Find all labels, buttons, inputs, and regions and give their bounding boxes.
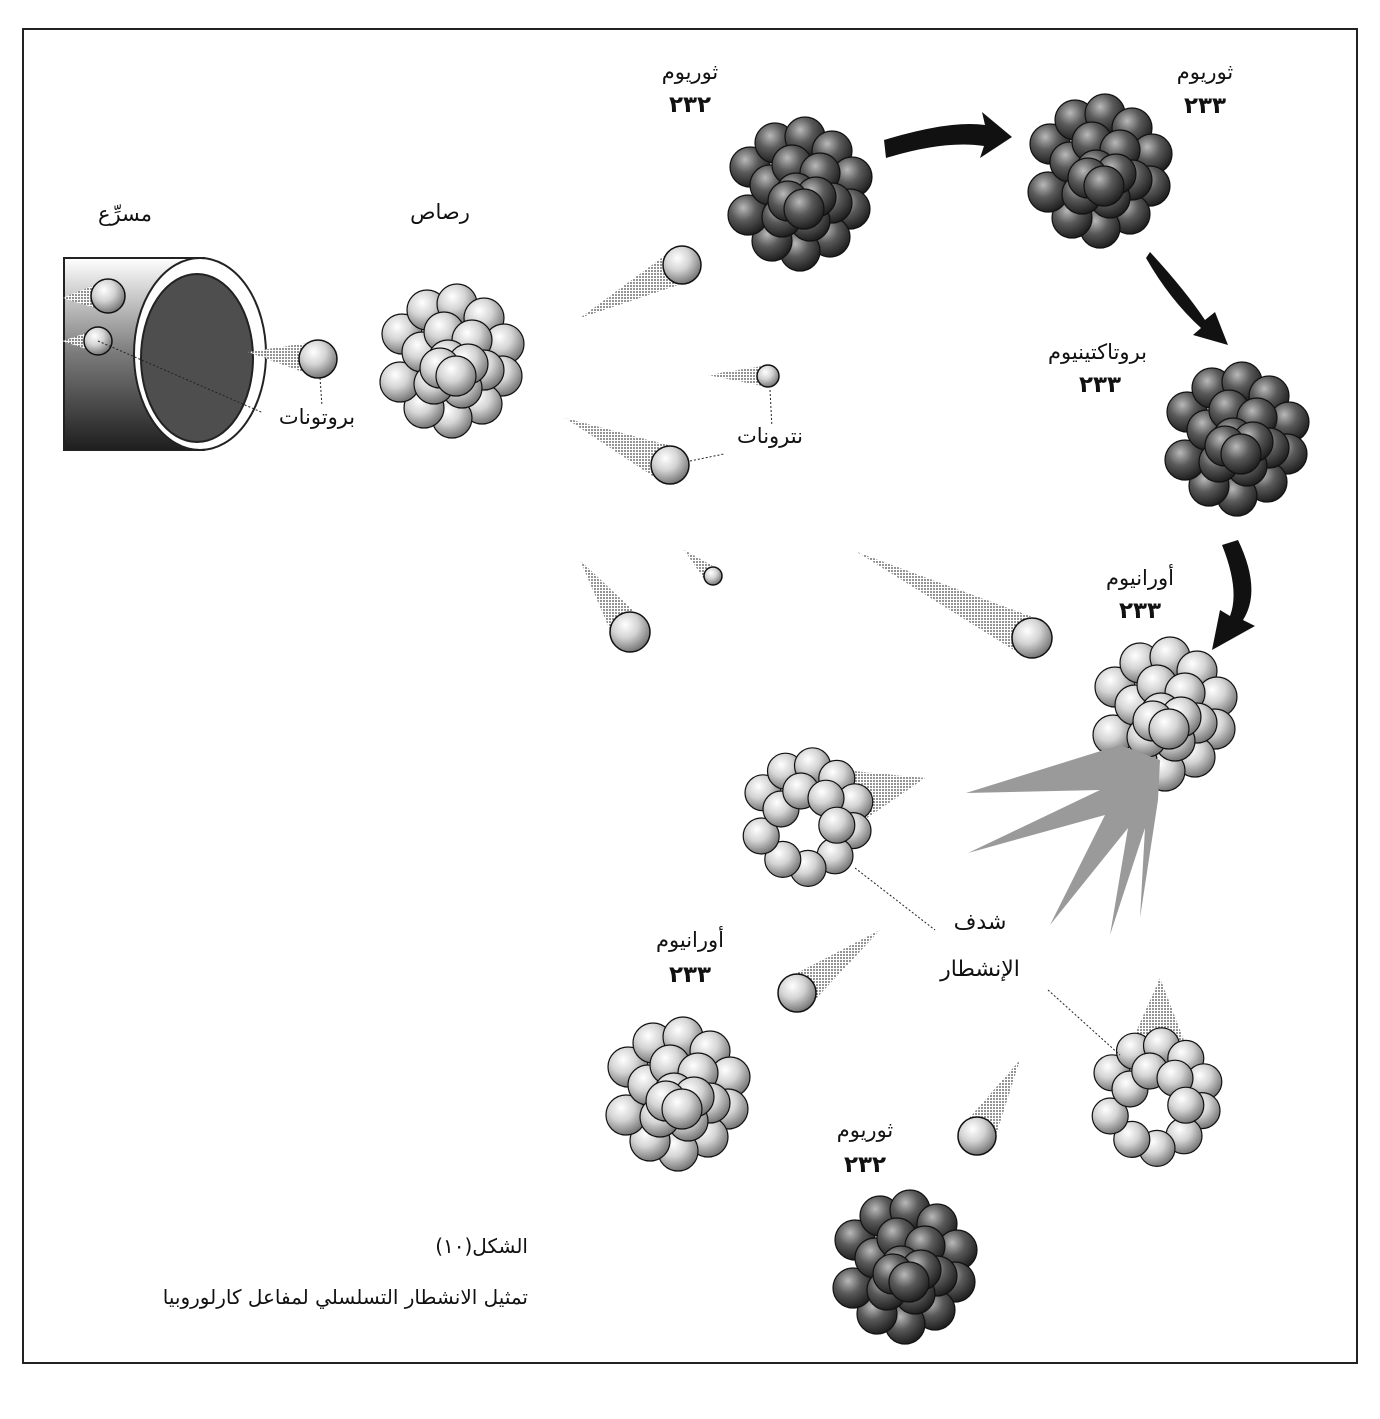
arrow-protactinium-to-uranium <box>1212 540 1255 650</box>
neutron <box>777 973 817 1013</box>
nucleon <box>1113 1120 1151 1159</box>
thorium232-nucleus-bottom <box>832 1189 978 1345</box>
neutrons-label: نترونات <box>720 424 820 449</box>
thorium232-top-number: ٢٣٢ <box>668 92 712 118</box>
neutron <box>756 364 780 388</box>
neutron <box>650 445 690 485</box>
nucleon <box>1091 1097 1129 1135</box>
uranium233-right-number: ٢٣٣ <box>1118 598 1162 624</box>
neutron <box>609 611 651 653</box>
fission-fragments-label-line2: الإنشطار <box>940 957 1020 982</box>
fission-fragment-right <box>1091 1027 1223 1168</box>
protactinium233-name: بروتاكتينيوم <box>1047 340 1147 364</box>
nucleus-clusters <box>379 93 1310 1345</box>
thorium233-name: ثوريوم <box>1176 60 1234 84</box>
nucleon <box>742 817 780 855</box>
fission-fragment-left <box>742 747 874 888</box>
uranium233-nucleus-bottom <box>605 1016 751 1172</box>
nucleon <box>661 1088 703 1130</box>
thorium232-nucleus-top <box>727 116 873 272</box>
neutron-trail <box>857 552 1041 656</box>
nucleon <box>435 355 477 397</box>
fission-fragments-label-line1: شدف <box>953 910 1007 935</box>
neutron <box>1011 617 1053 659</box>
accelerator-label: مسرِّع <box>97 202 153 226</box>
neutron <box>662 245 702 285</box>
nucleon <box>783 188 825 230</box>
nucleon <box>764 840 802 879</box>
nucleon <box>888 1261 930 1303</box>
arrow-thorium232-to-thorium233 <box>884 112 1012 158</box>
arrow-thorium233-to-protactinium <box>1146 252 1228 345</box>
lead-label: رصاص <box>410 200 470 224</box>
nucleon <box>1220 433 1262 475</box>
thorium233-number: ٢٣٣ <box>1183 93 1227 119</box>
neutron-trail <box>708 365 769 387</box>
free-particles <box>83 245 1053 1156</box>
protons-label: بروتونات <box>262 405 372 430</box>
nucleon <box>1167 1086 1205 1124</box>
proton <box>90 278 126 314</box>
uranium233-nucleus-right <box>1092 636 1238 792</box>
leader-lines <box>97 340 1121 1056</box>
neutron-trail <box>565 418 678 483</box>
protactinium233-nucleus <box>1164 361 1310 517</box>
proton <box>298 339 338 379</box>
figure-caption: تمثيل الانشطار التسلسلي لمفاعل كارلوروبي… <box>162 1285 528 1309</box>
nucleon <box>1083 165 1125 207</box>
uranium233-bottom-number: ٢٣٣ <box>668 962 712 988</box>
thorium233-nucleus <box>1027 93 1173 249</box>
neutron <box>703 566 723 586</box>
uranium233-right-name: أورانيوم <box>1106 566 1174 590</box>
thorium232-bottom-number: ٢٣٢ <box>843 1152 887 1178</box>
thorium232-bottom-name: ثوريوم <box>836 1118 894 1142</box>
nucleon <box>818 806 856 844</box>
neutron <box>957 1116 997 1156</box>
transmutation-arrows <box>884 112 1255 650</box>
lead-nucleus <box>379 283 525 439</box>
protactinium233-number: ٢٣٣ <box>1078 372 1122 398</box>
fission-burst <box>966 745 1160 935</box>
nucleon <box>1148 708 1190 750</box>
thorium232-top-name: ثوريوم <box>661 60 719 84</box>
figure-number: الشكل(١٠) <box>435 1234 528 1258</box>
uranium233-bottom-name: أورانيوم <box>656 928 724 952</box>
